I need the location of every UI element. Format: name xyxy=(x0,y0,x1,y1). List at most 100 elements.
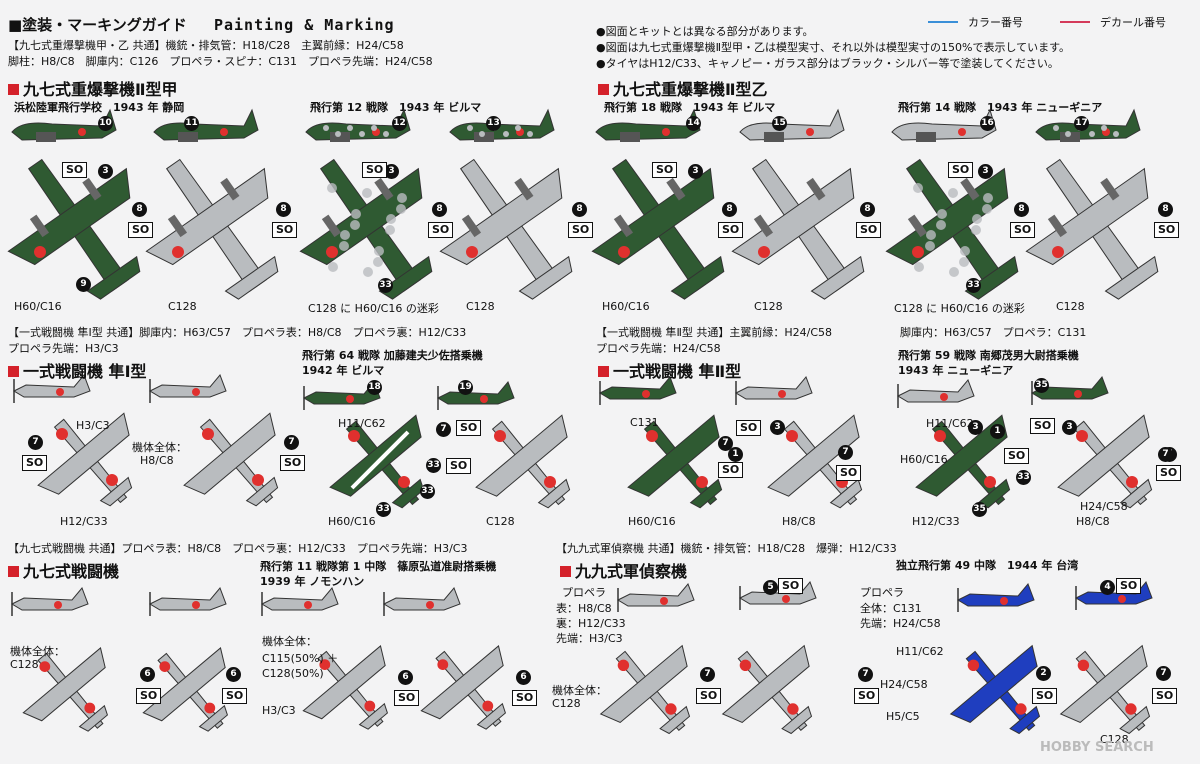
decal-number-badge: 6 xyxy=(226,667,241,682)
color-label: H3/C3 xyxy=(262,704,296,717)
camo-spot xyxy=(515,125,521,131)
engine-nacelle xyxy=(321,214,342,238)
so-decal-box: SO xyxy=(1156,465,1182,481)
camo-spot xyxy=(948,188,958,198)
decal-number-badge: 10 xyxy=(98,116,113,131)
so-decal-box: SO xyxy=(446,458,472,474)
decal-number-badge: 1 xyxy=(990,424,1005,439)
bomber-tailplane xyxy=(518,255,573,300)
decal-number-badge: 3 xyxy=(688,164,703,179)
fighter-side-view xyxy=(734,376,813,400)
fighter-wing xyxy=(329,414,422,497)
bomber-side-view xyxy=(449,108,555,141)
bomber-side-view xyxy=(153,108,259,141)
decal-number-badge: 3 xyxy=(1062,420,1077,435)
fighter-wing xyxy=(1057,414,1150,497)
engine-nacelle xyxy=(167,214,188,238)
color-label: 先端：H3/C3 xyxy=(556,632,623,645)
bomber-side-view xyxy=(739,108,845,141)
hinomaru xyxy=(787,703,799,715)
color-label: プロペラ xyxy=(860,586,904,599)
decal-number-badge: 15 xyxy=(772,116,787,131)
color-label: 全体：C131 xyxy=(860,602,922,615)
fighter-tailplane xyxy=(659,705,691,735)
so-decal-box: SO xyxy=(456,420,482,436)
hinomaru xyxy=(56,388,64,396)
fighter-side-view xyxy=(10,587,89,611)
so-decal-box: SO xyxy=(1010,222,1036,238)
hinomaru xyxy=(494,430,506,442)
camo-spot xyxy=(328,262,338,272)
so-decal-box: SO xyxy=(948,162,974,178)
color-label: C128 xyxy=(486,515,515,528)
engine-side xyxy=(620,132,640,142)
camo-spot xyxy=(339,241,349,251)
color-label: 機体全体： xyxy=(10,645,65,658)
engine-nacelle xyxy=(960,177,980,201)
decal-number-badge: 14 xyxy=(686,116,701,131)
color-label: 表：H8/C8 xyxy=(556,602,612,615)
fighter-side-view xyxy=(1074,581,1153,605)
fighter-tailplane xyxy=(781,705,813,735)
camo-spot xyxy=(327,183,337,193)
camo-spot xyxy=(351,209,361,219)
color-label: C128 xyxy=(754,300,783,313)
decal-number-badge: 7 xyxy=(838,445,853,460)
color-label: C128 xyxy=(10,658,39,671)
decal-number-badge: 7 xyxy=(284,435,299,450)
camo-spot xyxy=(374,246,384,256)
hinomaru xyxy=(642,390,650,398)
decal-number-badge: 3 xyxy=(978,164,993,179)
decal-number-badge: 7 xyxy=(700,667,715,682)
hinomaru xyxy=(912,246,924,258)
note-2: ●図面は九七式重爆撃機Ⅱ型甲・乙は模型実寸、それ以外は模型実寸の150%で表示し… xyxy=(596,41,1071,54)
decal-number-badge: 6 xyxy=(516,670,531,685)
camo-spot xyxy=(936,220,946,230)
color-label: H11/C62 xyxy=(896,645,944,658)
bomber-wing xyxy=(145,167,269,266)
camo-spot xyxy=(949,267,959,277)
hinomaru xyxy=(665,703,677,715)
hinomaru xyxy=(159,661,171,672)
hinomaru xyxy=(1015,703,1027,715)
color-label: H60/C16 xyxy=(628,515,676,528)
bomber-common-line2: 脚柱：H8/C8 脚庫内：C126 プロペラ・スピナ：C131 プロペラ先端：H… xyxy=(8,55,433,68)
camo-spot xyxy=(371,125,377,131)
so-decal-box: SO xyxy=(394,690,420,706)
oscar1-common-line1: 【一式戦闘機 隼Ⅰ型 共通】脚庫内：H63/C57 プロペラ表：H8/C8 プロ… xyxy=(8,326,467,339)
camo-spot xyxy=(347,125,353,131)
fighter-side-view xyxy=(12,374,91,398)
decal-number-badge: 8 xyxy=(132,202,147,217)
color-label: H5/C5 xyxy=(886,710,920,723)
color-label: H60/C16 xyxy=(900,453,948,466)
bomber-wing xyxy=(7,167,131,266)
so-decal-box: SO xyxy=(136,688,162,704)
decal-number-badge: 8 xyxy=(432,202,447,217)
camo-spot xyxy=(362,188,372,198)
hinomaru xyxy=(84,702,96,714)
unit-label: 1939 年 ノモンハン xyxy=(260,575,365,588)
hinomaru xyxy=(662,128,670,136)
bomber-wing xyxy=(885,167,1009,266)
decal-number-badge: 35 xyxy=(1034,378,1049,393)
bomber-wing xyxy=(591,167,715,266)
camo-spot xyxy=(396,204,406,214)
fighter-side-view xyxy=(148,374,227,398)
bomber-side-view xyxy=(595,108,701,141)
color-label: C131 xyxy=(630,416,659,429)
section-title-oscar2: 一式戦闘機 隼Ⅱ型 xyxy=(598,358,741,382)
engine-side xyxy=(330,132,350,142)
hinomaru xyxy=(1118,595,1126,603)
fighter-tailplane xyxy=(245,476,279,507)
white-stripe xyxy=(350,430,410,490)
engine-side xyxy=(916,132,936,142)
engine-side xyxy=(1060,132,1080,142)
hinomaru xyxy=(1126,476,1138,488)
hinomaru xyxy=(326,246,338,258)
so-decal-box: SO xyxy=(736,420,762,436)
section-title-oscar1: 一式戦闘機 隼Ⅰ型 xyxy=(8,358,147,382)
section-title-ki21-otsu: 九七式重爆撃機Ⅱ型乙 xyxy=(598,76,768,100)
color-label: C128 に H60/C16 の迷彩 xyxy=(308,302,439,315)
camo-spot xyxy=(971,225,981,235)
decal-number-badge: 11 xyxy=(184,116,199,131)
